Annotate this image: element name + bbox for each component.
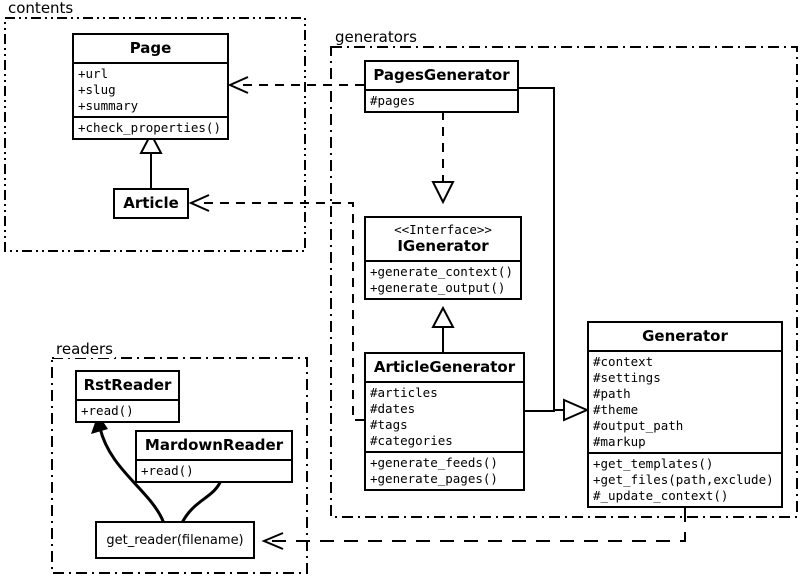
class-article-name: Article [123, 194, 179, 212]
method: +generate_context() [370, 264, 513, 279]
attribute: #dates [370, 401, 416, 416]
package-label-contents: contents [6, 0, 76, 17]
class-article[interactable]: Article [113, 188, 189, 219]
attribute: #settings [593, 370, 661, 385]
method: +generate_output() [370, 280, 506, 295]
class-generator-methods: +get_templates() +get_files(path,exclude… [589, 452, 781, 506]
class-generator-attributes: #context #settings #path #theme #output_… [589, 350, 781, 452]
method: +read() [81, 403, 134, 418]
attribute: #articles [370, 385, 438, 400]
class-generator-name: Generator [642, 327, 728, 345]
edge-articlegenerator-inherits-igenerator [431, 305, 455, 352]
class-mardown-reader-methods: +read() [137, 459, 291, 481]
attribute: +summary [78, 98, 139, 113]
attribute: #path [593, 386, 631, 401]
method: #_update_context() [593, 488, 729, 503]
attribute: #pages [370, 93, 416, 108]
class-rst-reader-name: RstReader [83, 376, 172, 394]
edge-article-inherits-page [139, 131, 163, 188]
attribute: +slug [78, 82, 116, 97]
attribute: #context [593, 354, 654, 369]
edge-pagesgenerator-realizes-igenerator [431, 111, 455, 205]
method: +get_files(path,exclude) [593, 472, 774, 487]
class-article-generator[interactable]: ArticleGenerator #articles #dates #tags … [364, 352, 525, 491]
class-igenerator-stereotype: <<Interface>> [394, 222, 492, 237]
method: +generate_pages() [370, 471, 498, 486]
class-page-attributes: +url +slug +summary [74, 62, 227, 116]
class-mardown-reader[interactable]: MardownReader +read() [135, 430, 293, 483]
class-rst-reader[interactable]: RstReader +read() [75, 370, 180, 423]
edge-generator-uses-get-reader [261, 508, 686, 550]
class-generator[interactable]: Generator #context #settings #path #them… [587, 321, 783, 508]
function-get-reader[interactable]: get_reader(filename) [95, 521, 255, 559]
class-article-generator-name: ArticleGenerator [373, 358, 516, 376]
attribute: #categories [370, 433, 453, 448]
function-get-reader-label: get_reader(filename) [106, 532, 244, 548]
attribute: #theme [593, 402, 639, 417]
attribute: #output_path [593, 418, 684, 433]
class-article-generator-methods: +generate_feeds() +generate_pages() [366, 451, 523, 489]
edge-articlegenerator-uses-article [188, 194, 364, 421]
edge-pagesgenerator-uses-page [227, 76, 364, 94]
class-page-methods: +check_properties() [74, 116, 227, 138]
class-pages-generator-name: PagesGenerator [373, 66, 510, 84]
attribute: #tags [370, 417, 408, 432]
class-igenerator-name: IGenerator [397, 237, 489, 255]
method: +check_properties() [78, 120, 221, 135]
class-igenerator[interactable]: <<Interface>> IGenerator +generate_conte… [364, 216, 522, 300]
class-rst-reader-methods: +read() [77, 399, 178, 421]
class-article-generator-attributes: #articles #dates #tags #categories [366, 381, 523, 451]
class-page-name: Page [129, 39, 172, 57]
method: +generate_feeds() [370, 455, 498, 470]
edge-articlegenerator-inherits-generator [525, 398, 590, 422]
attribute: #markup [593, 434, 646, 449]
class-pages-generator[interactable]: PagesGenerator #pages [364, 60, 519, 113]
class-pages-generator-attributes: #pages [366, 89, 517, 111]
class-page[interactable]: Page +url +slug +summary +check_properti… [72, 33, 229, 140]
method: +get_templates() [593, 456, 714, 471]
attribute: +url [78, 66, 109, 81]
class-mardown-reader-name: MardownReader [144, 436, 284, 454]
package-label-readers: readers [54, 340, 115, 358]
class-igenerator-methods: +generate_context() +generate_output() [366, 260, 520, 298]
package-label-generators: generators [333, 28, 419, 46]
method: +read() [141, 463, 194, 478]
